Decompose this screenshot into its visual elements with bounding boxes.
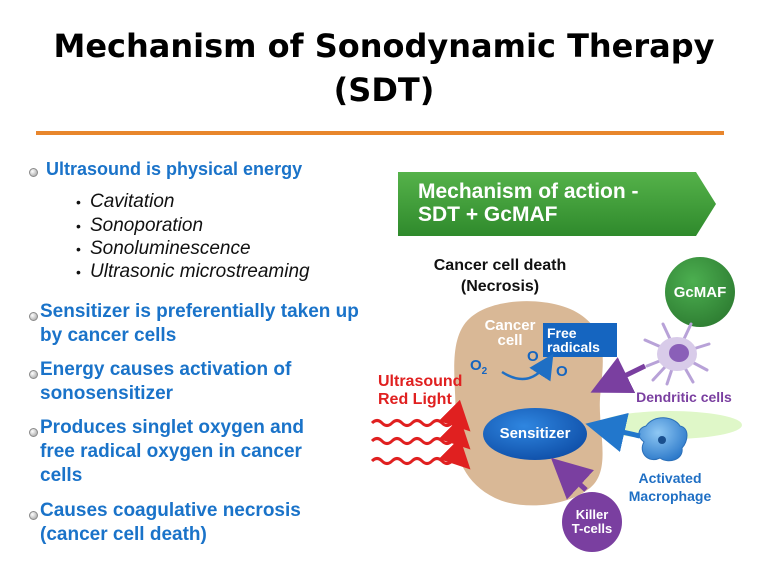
dendritic-arrow <box>590 357 647 394</box>
killer-tcell-label: Killer T-cells <box>571 507 613 536</box>
o-label-1: O <box>527 348 539 365</box>
mechanism-banner <box>398 172 716 236</box>
sub-bullet-sonoporation: Sonoporation <box>76 214 203 238</box>
page-title-line2: (SDT) <box>333 71 435 109</box>
free-radicals-label: Free radicals <box>547 325 600 355</box>
bullet-sensitizer: Sensitizer is preferentially taken up by… <box>40 301 359 346</box>
bullet-dot <box>29 511 38 520</box>
dendritic-label: Dendritic cells <box>636 389 732 405</box>
bullet-dot <box>29 370 38 379</box>
gcmaf-circle <box>665 257 735 327</box>
sensitizer-label: Sensitizer <box>499 425 571 442</box>
bullet-dot <box>29 168 38 177</box>
sub-bullet-microstreaming: Ultrasonic microstreaming <box>76 260 310 284</box>
sub-bullet-cavitation: Cavitation <box>76 190 174 214</box>
bullet-ultrasound: Ultrasound is physical energy <box>46 159 303 179</box>
sensitizer-shape <box>483 408 587 460</box>
bullet-dot <box>29 312 38 321</box>
page-title-line1: Mechanism of Sonodynamic Therapy <box>53 27 715 65</box>
killer-tcell-circle <box>562 492 622 552</box>
ultrasound-wave-icon <box>370 399 471 470</box>
bullet-necrosis: Causes coagulative necrosis (cancer cell… <box>40 500 301 545</box>
bullet-dot <box>29 428 38 437</box>
o2-conversion-arrow <box>501 353 554 382</box>
sub-bullet-sonoluminescence: Sonoluminescence <box>76 237 251 261</box>
macrophage-icon <box>638 417 688 462</box>
title-divider <box>36 131 724 135</box>
killer-arrow <box>550 457 594 500</box>
banner-text: Mechanism of action - SDT + GcMAF <box>418 180 639 226</box>
cancer-cell-label: Cancer cell <box>484 317 536 349</box>
dendritic-cell-icon <box>643 322 711 386</box>
macrophage-label: Activated Macrophage <box>628 470 712 504</box>
macrophage-arrow <box>585 412 641 452</box>
bullet-singlet-oxygen: Produces singlet oxygen and free radical… <box>40 417 304 486</box>
ultrasound-label: Ultrasound Red Light <box>378 373 463 408</box>
bullet-energy: Energy causes activation of sonosensitiz… <box>40 359 292 404</box>
o-label-2: O <box>556 363 568 380</box>
cell-death-label: Cancer cell death (Necrosis) <box>433 257 567 295</box>
free-radicals-box <box>543 323 617 357</box>
o2-label: O2 <box>470 357 488 377</box>
gcmaf-label: GcMAF <box>673 284 727 301</box>
